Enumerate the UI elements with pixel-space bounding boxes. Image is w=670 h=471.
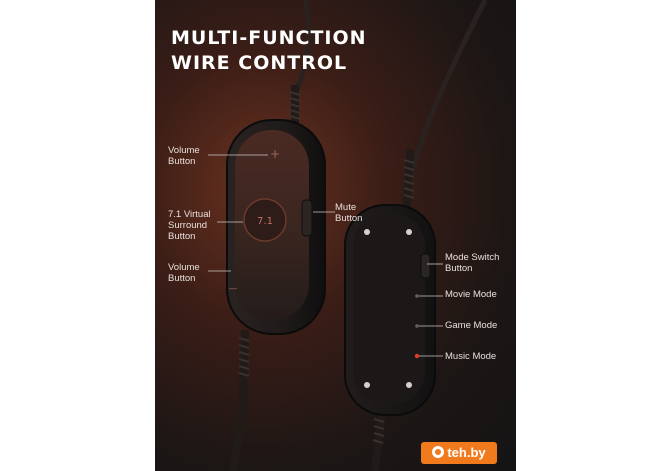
right-controller — [344, 204, 436, 416]
left-controller — [226, 119, 326, 335]
callout-text: Game Mode — [445, 320, 498, 331]
volume-up-callout: Volume Button — [168, 145, 200, 167]
minus-symbol: — — [229, 284, 238, 294]
callout-text: Button — [168, 231, 196, 242]
title-line-2: WIRE CONTROL — [171, 52, 348, 74]
callout-text: 7.1 Virtual — [168, 209, 211, 220]
surround-callout: 7.1 Virtual Surround Button — [168, 209, 211, 242]
title-line-1: MULTI-FUNCTION — [171, 27, 367, 49]
volume-down-callout: Volume Button — [168, 262, 200, 284]
callout-text: Movie Mode — [445, 289, 497, 300]
callout-text: Mute — [335, 202, 357, 213]
callout-text: Button — [168, 156, 196, 167]
callout-text: Volume — [168, 262, 200, 273]
callout-text: Mode Switch — [445, 252, 500, 263]
game-mode-callout: Game Mode — [445, 320, 497, 331]
headset-controls-illustration: + — 7.1 — [208, 0, 488, 471]
callout-text: Button — [168, 273, 196, 284]
callout-text: Volume — [168, 145, 200, 156]
surround-button-text: 7.1 — [257, 216, 273, 227]
logo-mark-icon — [432, 446, 445, 458]
page-title: MULTI-FUNCTION WIRE CONTROL — [171, 26, 367, 76]
right-cable — [371, 0, 488, 471]
callout-text: Button — [335, 213, 363, 224]
watermark-logo: teh.by — [421, 442, 497, 464]
product-image-panel: + — 7.1 MULTI-FUNCTION WIRE CONTROL Volu… — [155, 0, 516, 471]
mode-switch-callout: Mode Switch Button — [445, 252, 499, 274]
callout-text: Music Mode — [445, 351, 497, 362]
callout-text: Surround — [168, 220, 208, 231]
movie-mode-callout: Movie Mode — [445, 289, 497, 300]
watermark-text: teh.by — [447, 445, 486, 460]
mute-callout: Mute Button — [335, 202, 362, 224]
left-cable — [229, 0, 312, 471]
callout-lines — [208, 154, 443, 357]
music-mode-callout: Music Mode — [445, 351, 496, 362]
left-controller-symbols: + — 7.1 — [229, 147, 281, 294]
plus-symbol: + — [270, 147, 280, 161]
callout-text: Button — [445, 263, 473, 274]
